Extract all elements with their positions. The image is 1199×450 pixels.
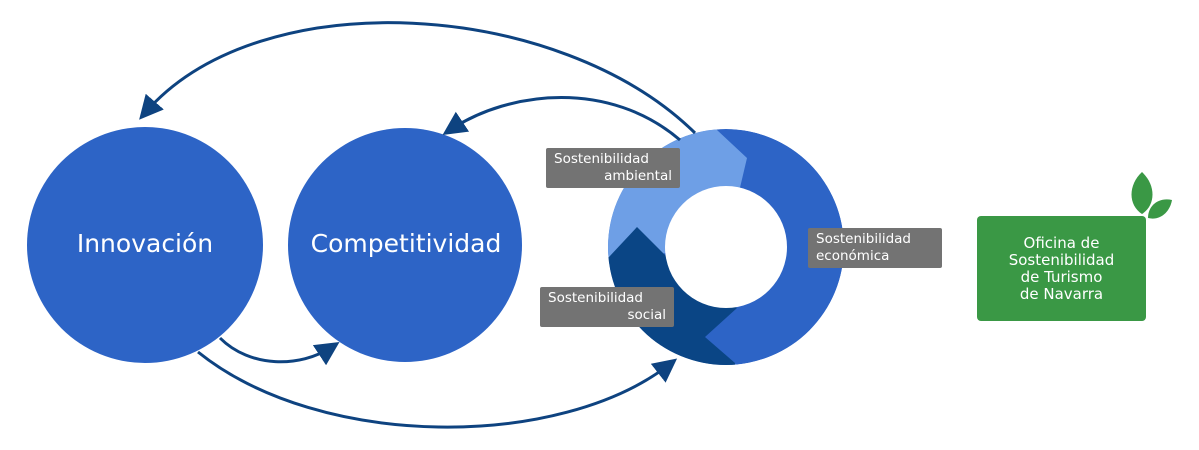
office-line: de Navarra xyxy=(1019,284,1104,303)
competitiveness-label: Competitividad xyxy=(310,229,502,258)
arrow-innovation-to-ring xyxy=(197,350,678,429)
leaves-icon xyxy=(1131,172,1172,219)
tag-environmental: Sostenibilidad ambiental xyxy=(546,148,680,188)
tag-line: Sostenibilidad xyxy=(816,231,912,247)
office-line: de Turismo xyxy=(1020,267,1103,286)
competitiveness-circle xyxy=(288,128,522,362)
innovation-circle xyxy=(27,127,263,363)
ring-hole xyxy=(665,186,787,308)
arrow-ring-to-innovation xyxy=(139,21,697,135)
tag-line: ambiental xyxy=(604,168,672,184)
arrow-ring-to-competitiveness xyxy=(442,96,681,142)
office-line: Oficina de xyxy=(1023,233,1100,252)
tag-economic: Sostenibilidad económica xyxy=(808,228,942,268)
office-badge: Oficina de Sostenibilidad de Turismo de … xyxy=(977,216,1146,321)
tag-social: Sostenibilidad social xyxy=(540,287,674,327)
arrow-innovation-to-competitiveness xyxy=(218,336,340,366)
tag-line: Sostenibilidad xyxy=(548,290,644,306)
office-line: Sostenibilidad xyxy=(1008,250,1115,269)
innovation-label: Innovación xyxy=(76,229,214,258)
tag-line: económica xyxy=(816,248,890,264)
tag-line: Sostenibilidad xyxy=(554,151,650,167)
tag-line: social xyxy=(627,307,667,323)
